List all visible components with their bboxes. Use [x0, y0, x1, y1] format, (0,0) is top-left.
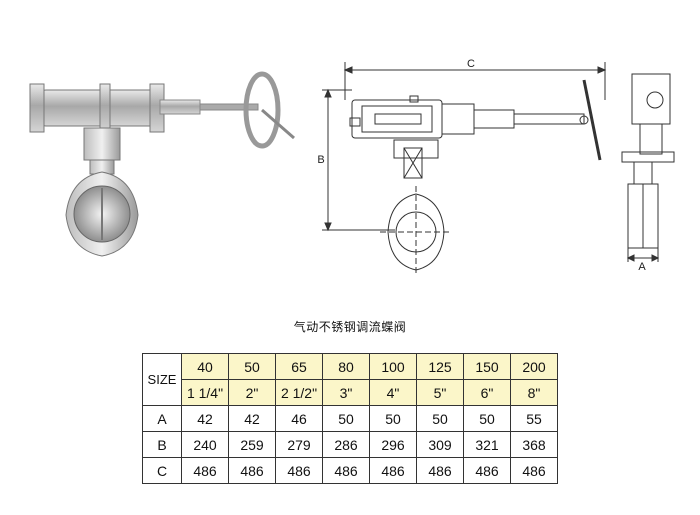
inch-cell: 6"	[463, 379, 511, 406]
row-label: A	[142, 405, 182, 432]
inch-cell: 3"	[322, 379, 370, 406]
dn-cell: 125	[416, 353, 464, 380]
inch-cell: 5"	[416, 379, 464, 406]
value-cell: 486	[228, 457, 276, 484]
inch-cell: 2"	[228, 379, 276, 406]
inch-cell: 8"	[510, 379, 558, 406]
dn-cell: 100	[369, 353, 417, 380]
value-cell: 259	[228, 431, 276, 458]
product-title: 气动不锈钢调流蝶阀	[293, 320, 407, 334]
value-cell: 486	[322, 457, 370, 484]
dn-cell: 40	[181, 353, 229, 380]
value-cell: 42	[228, 405, 276, 432]
value-cell: 486	[275, 457, 323, 484]
size-header: SIZE	[142, 353, 182, 406]
table-row: 1 1/4" 2" 2 1/2" 3" 4" 5" 6" 8"	[143, 379, 558, 406]
row-label: C	[142, 457, 182, 484]
table-row: C 486 486 486 486 486 486 486 486	[142, 457, 558, 484]
value-cell: 50	[322, 405, 370, 432]
dn-cell: 150	[463, 353, 511, 380]
value-cell: 486	[463, 457, 511, 484]
dn-cell: 200	[510, 353, 558, 380]
value-cell: 50	[416, 405, 464, 432]
dn-cell: 50	[228, 353, 276, 380]
inch-cell: 2 1/2"	[275, 379, 323, 406]
value-cell: 240	[181, 431, 229, 458]
value-cell: 55	[510, 405, 558, 432]
value-cell: 46	[275, 405, 323, 432]
value-cell: 279	[275, 431, 323, 458]
row-label: B	[142, 431, 182, 458]
dimension-b-label: B	[317, 154, 324, 166]
value-cell: 286	[322, 431, 370, 458]
inch-cell: 4"	[369, 379, 417, 406]
value-cell: 50	[369, 405, 417, 432]
value-cell: 42	[181, 405, 229, 432]
value-cell: 50	[463, 405, 511, 432]
value-cell: 321	[463, 431, 511, 458]
dn-cell: 65	[275, 353, 323, 380]
valve-photo	[29, 71, 295, 257]
value-cell: 486	[181, 457, 229, 484]
value-cell: 368	[510, 431, 558, 458]
table-row: B 240 259 279 286 296 309 321 368	[142, 431, 558, 458]
value-cell: 486	[510, 457, 558, 484]
value-cell: 309	[416, 431, 464, 458]
dimension-a-label: A	[638, 261, 646, 273]
dimension-c-label: C	[467, 58, 475, 70]
dn-cell: 80	[322, 353, 370, 380]
value-cell: 296	[369, 431, 417, 458]
table-row: SIZE 40 50 65 80 100 125 150 200	[142, 353, 558, 406]
dimension-table: SIZE 40 50 65 80 100 125 150 200 1 1/4" …	[142, 353, 558, 484]
table-row: A 42 42 46 50 50 50 50 55	[142, 405, 558, 432]
value-cell: 486	[416, 457, 464, 484]
dimension-drawing: C B A	[317, 58, 675, 274]
inch-cell: 1 1/4"	[181, 379, 229, 406]
value-cell: 486	[369, 457, 417, 484]
